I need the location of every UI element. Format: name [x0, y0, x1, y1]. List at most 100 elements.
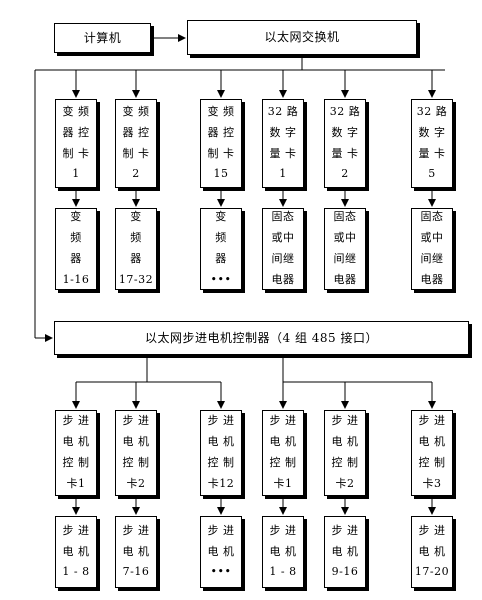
device-box: 变频器 1-16 — [55, 208, 97, 290]
device-line: 1-16 — [62, 272, 90, 286]
card-line: 量 卡 — [269, 146, 297, 160]
stepper-card-box: 步 进电 机控 制卡1 — [262, 410, 304, 496]
device-line: 器 — [215, 252, 227, 265]
stepper-motor-line: 9-16 — [331, 565, 359, 579]
stepper-motor-line: 电 机 — [122, 544, 150, 558]
stepper-card-box: 步 进电 机控 制卡1 — [55, 410, 97, 496]
stepper-motor-box: 步 进电 机 9-16 — [324, 516, 366, 588]
card-line: 量 卡 — [331, 146, 359, 160]
stepper-card-line: 步 进 — [418, 414, 446, 428]
stepper-card-line: 卡1 — [66, 476, 86, 490]
stepper-card-line: 卡3 — [422, 476, 442, 490]
stepper-card-line: 电 机 — [122, 435, 150, 449]
stepper-card-box: 步 进电 机控 制卡3 — [411, 410, 453, 496]
stepper-card-box: 步 进电 机控 制卡2 — [115, 410, 157, 496]
card-line: 32 路 — [416, 104, 448, 118]
relay-line: 间继 — [333, 252, 357, 265]
card-line: 变 频 — [62, 104, 90, 118]
card-line: 量 卡 — [418, 146, 446, 160]
device-line: 变 — [130, 210, 142, 224]
stepper-motor-line: 电 机 — [331, 544, 359, 558]
stepper-card-line: 步 进 — [207, 414, 235, 428]
stepper-card-line: 卡12 — [207, 476, 235, 490]
ethernet-switch-label: 以太网交换机 — [264, 30, 340, 45]
card-line: 器 控 — [207, 125, 235, 139]
stepper-card-line: 控 制 — [269, 456, 297, 469]
stepper-card-line: 控 制 — [62, 456, 90, 469]
relay-line: 电器 — [420, 272, 444, 286]
stepper-card-line: 电 机 — [62, 435, 90, 449]
stepper-motor-line: 步 进 — [62, 523, 90, 537]
stepper-card-line: 卡2 — [335, 476, 355, 490]
stepper-motor-box: 步 进电 机••• — [200, 516, 242, 588]
stepper-motor-line: 17-20 — [414, 565, 450, 579]
device-line: 变 — [70, 210, 82, 224]
relay-line: 固态 — [420, 210, 444, 224]
stepper-card-line: 控 制 — [122, 456, 150, 469]
stepper-motor-box: 步 进电 机 1 - 8 — [55, 516, 97, 588]
computer-label: 计算机 — [83, 30, 122, 45]
card-line: 数 字 — [331, 125, 359, 139]
stepper-motor-line: 步 进 — [331, 523, 359, 537]
card-line: 1 — [279, 167, 287, 181]
relay-line: 或中 — [420, 231, 444, 245]
stepper-motor-box: 步 进电 机 17-20 — [411, 516, 453, 588]
card-line: 器 控 — [62, 125, 90, 139]
card-line: 数 字 — [418, 125, 446, 139]
device-line: ••• — [210, 272, 232, 286]
device-line: 频 — [215, 231, 227, 245]
stepper-motor-line: 1 - 8 — [269, 565, 297, 579]
ethernet-switch-box: 以太网交换机 — [187, 20, 417, 55]
stepper-motor-line: 1 - 8 — [62, 565, 90, 579]
stepper-motor-line: 步 进 — [122, 523, 150, 537]
stepper-card-line: 卡2 — [126, 476, 146, 490]
relay-box: 固态或中间继电器 — [411, 208, 453, 290]
device-line: 器 — [70, 252, 82, 265]
stepper-motor-line: 步 进 — [418, 523, 446, 537]
stepper-controller-label: 以太网步进电机控制器（4 组 485 接口） — [145, 330, 378, 345]
card-box: 32 路数 字量 卡 5 — [411, 99, 453, 188]
stepper-card-line: 步 进 — [122, 414, 150, 428]
card-line: 15 — [213, 167, 229, 181]
card-line: 1 — [72, 167, 80, 181]
stepper-motor-line: 电 机 — [418, 544, 446, 558]
stepper-motor-line: 步 进 — [207, 523, 235, 537]
stepper-card-line: 步 进 — [331, 414, 359, 428]
card-line: 制 卡 — [62, 146, 90, 160]
stepper-motor-line: 7-16 — [122, 565, 150, 579]
device-box: 变频器••• — [200, 208, 242, 290]
relay-line: 间继 — [420, 252, 444, 265]
card-line: 32 路 — [267, 104, 299, 118]
stepper-card-box: 步 进电 机控 制卡2 — [324, 410, 366, 496]
relay-line: 或中 — [333, 231, 357, 245]
stepper-card-line: 控 制 — [207, 456, 235, 469]
stepper-motor-line: 步 进 — [269, 523, 297, 537]
stepper-card-line: 卡1 — [273, 476, 293, 490]
card-line: 变 频 — [122, 104, 150, 118]
relay-line: 固态 — [271, 210, 295, 224]
stepper-controller-box: 以太网步进电机控制器（4 组 485 接口） — [54, 321, 469, 355]
stepper-card-line: 控 制 — [331, 456, 359, 469]
card-box: 变 频器 控制 卡 1 — [55, 99, 97, 188]
device-line: 频 — [130, 231, 142, 245]
relay-box: 固态或中间继电器 — [262, 208, 304, 290]
stepper-motor-line: 电 机 — [62, 544, 90, 558]
stepper-card-line: 电 机 — [207, 435, 235, 449]
card-line: 5 — [428, 167, 436, 181]
stepper-motor-line: 电 机 — [269, 544, 297, 558]
card-line: 2 — [341, 167, 349, 181]
card-line: 制 卡 — [122, 146, 150, 160]
relay-box: 固态或中间继电器 — [324, 208, 366, 290]
stepper-motor-box: 步 进电 机 7-16 — [115, 516, 157, 588]
relay-line: 电器 — [271, 272, 295, 286]
device-line: 频 — [70, 231, 82, 245]
stepper-card-line: 电 机 — [331, 435, 359, 449]
stepper-card-line: 控 制 — [418, 456, 446, 469]
relay-line: 电器 — [333, 272, 357, 286]
stepper-motor-line: ••• — [210, 565, 232, 579]
